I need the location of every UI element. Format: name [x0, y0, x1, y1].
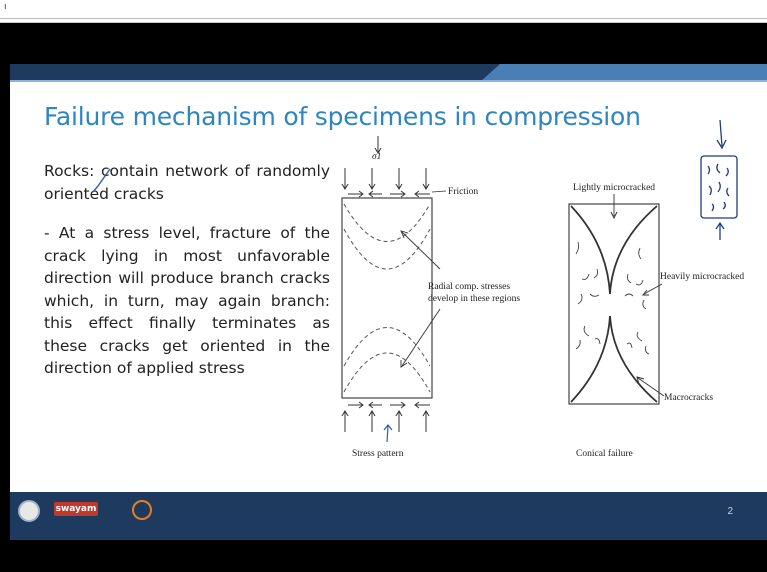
stress-pattern-caption: Stress pattern: [352, 449, 404, 459]
macro-label: Macrocracks: [664, 393, 713, 403]
top-load-arrows: [341, 168, 430, 190]
conical-failure-caption: Conical failure: [576, 448, 633, 459]
specimen-rect-left: [341, 197, 433, 399]
toolbar-mark: ı: [4, 2, 7, 12]
micro-cracks: [575, 241, 650, 355]
institute-logo-icon: [18, 500, 40, 522]
page-number: 2: [727, 506, 733, 517]
slide-body: Rocks: contain network of randomly orien…: [44, 160, 330, 380]
dashed-arcs-bottom: [343, 327, 431, 393]
ruler-line: [0, 18, 767, 19]
specimen-rect-right: [568, 203, 660, 405]
heavily-label: Heavily microcracked: [660, 272, 744, 282]
paragraph-stress-level: - At a stress level, fracture of the cra…: [44, 224, 330, 377]
macro-arrowhead: [636, 376, 645, 385]
paragraph-rocks: Rocks: contain network of randomly orien…: [44, 162, 330, 203]
checkmark-annotation: [92, 168, 111, 193]
friction-label: Friction: [448, 187, 478, 197]
sigma-arrowhead: [374, 147, 382, 154]
slide-header-bar: [10, 64, 767, 82]
heavily-arrowhead: [641, 289, 649, 296]
radial-leaders: [400, 230, 441, 368]
radial-label-line1: Radial comp. stresses: [428, 282, 510, 292]
swayam-logo: swayam: [54, 502, 98, 516]
heavily-leader: [643, 283, 663, 295]
sigma-label: σ1: [372, 152, 381, 162]
dashed-arcs-top: [343, 203, 431, 270]
bottom-friction-arrows: [348, 401, 430, 409]
macro-leader: [637, 377, 665, 397]
lower-cone: [570, 315, 658, 403]
upper-cone: [570, 205, 658, 295]
radial-label-line2: develop in these regions: [428, 294, 520, 304]
lightly-label: Lightly microcracked: [573, 183, 655, 193]
top-toolbar-strip: ı: [0, 0, 767, 23]
top-friction-arrows: [348, 190, 430, 198]
slide-title: Failure mechanism of specimens in compre…: [44, 102, 641, 131]
slide-footer: swayam 2: [10, 492, 767, 540]
bottom-load-arrows: [341, 410, 430, 432]
hand-sketch-specimen: [700, 119, 738, 240]
figure-canvas: σ1 Friction: [92, 119, 744, 459]
pen-arrow-annotation: [383, 424, 393, 443]
nptel-logo-icon: [132, 500, 152, 520]
lightly-arrowhead: [610, 211, 618, 220]
header-accent-shape: [10, 64, 767, 82]
friction-leader: [431, 190, 447, 193]
slide: Failure mechanism of specimens in compre…: [10, 64, 767, 540]
